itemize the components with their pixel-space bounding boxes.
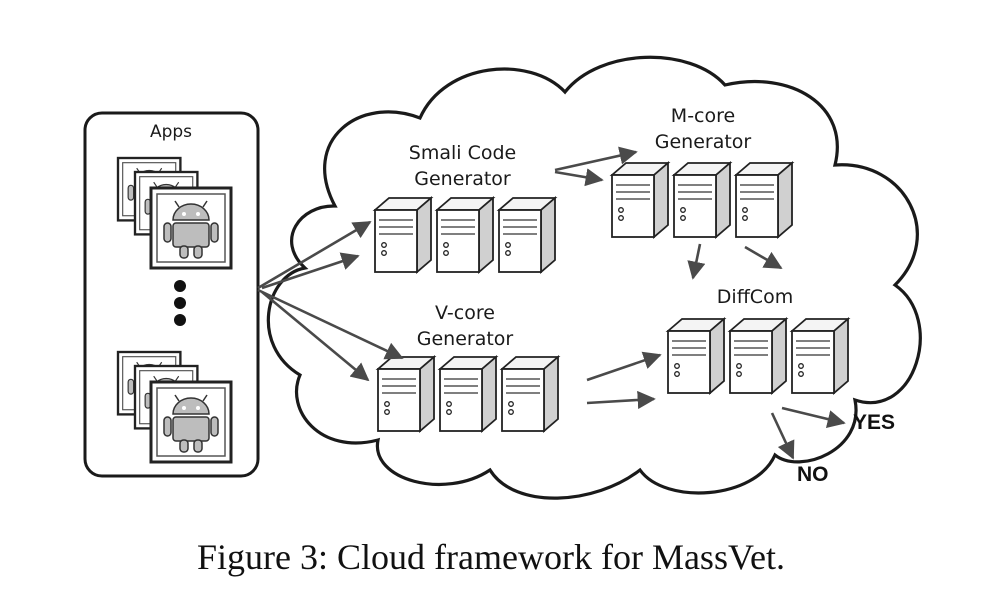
vcore-label-line2: Generator [416, 328, 514, 350]
mcore-server-group [611, 162, 793, 238]
cloud-icon [266, 55, 922, 500]
caption-text: Cloud framework for MassVet. [337, 537, 785, 577]
apps-label: Apps [149, 122, 193, 142]
server-icon [729, 318, 787, 394]
server-icon [673, 162, 731, 238]
smali-label-line1: Smali Code [408, 142, 517, 164]
no-outcome: NO [797, 463, 829, 486]
vcore-generator-label: V-core Generator [390, 300, 540, 352]
server-icon [374, 197, 432, 273]
server-icon [667, 318, 725, 394]
mcore-label-line2: Generator [654, 131, 752, 153]
server-icon [735, 162, 793, 238]
diffcom-label: DiffCom [716, 286, 794, 308]
caption-label: Figure 3: [197, 537, 329, 577]
flow-arrows [257, 146, 846, 460]
server-icon [611, 162, 669, 238]
yes-outcome: YES [853, 411, 896, 434]
diffcom-server-group [667, 318, 849, 394]
figure-caption: Figure 3: Cloud framework for MassVet. [0, 536, 982, 578]
server-icon [791, 318, 849, 394]
vcore-label-line1: V-core [435, 302, 495, 324]
server-icon [498, 197, 556, 273]
mcore-generator-label: M-core Generator [628, 103, 778, 155]
server-icon [377, 356, 435, 432]
smali-generator-label: Smali Code Generator [375, 140, 550, 192]
ellipsis-icon [174, 280, 186, 326]
mcore-label-line1: M-core [670, 105, 736, 127]
server-icon [501, 356, 559, 432]
vcore-server-group [377, 356, 559, 432]
server-icon [436, 197, 494, 273]
smali-server-group [374, 197, 556, 273]
server-icon [439, 356, 497, 432]
smali-label-line2: Generator [414, 168, 511, 190]
